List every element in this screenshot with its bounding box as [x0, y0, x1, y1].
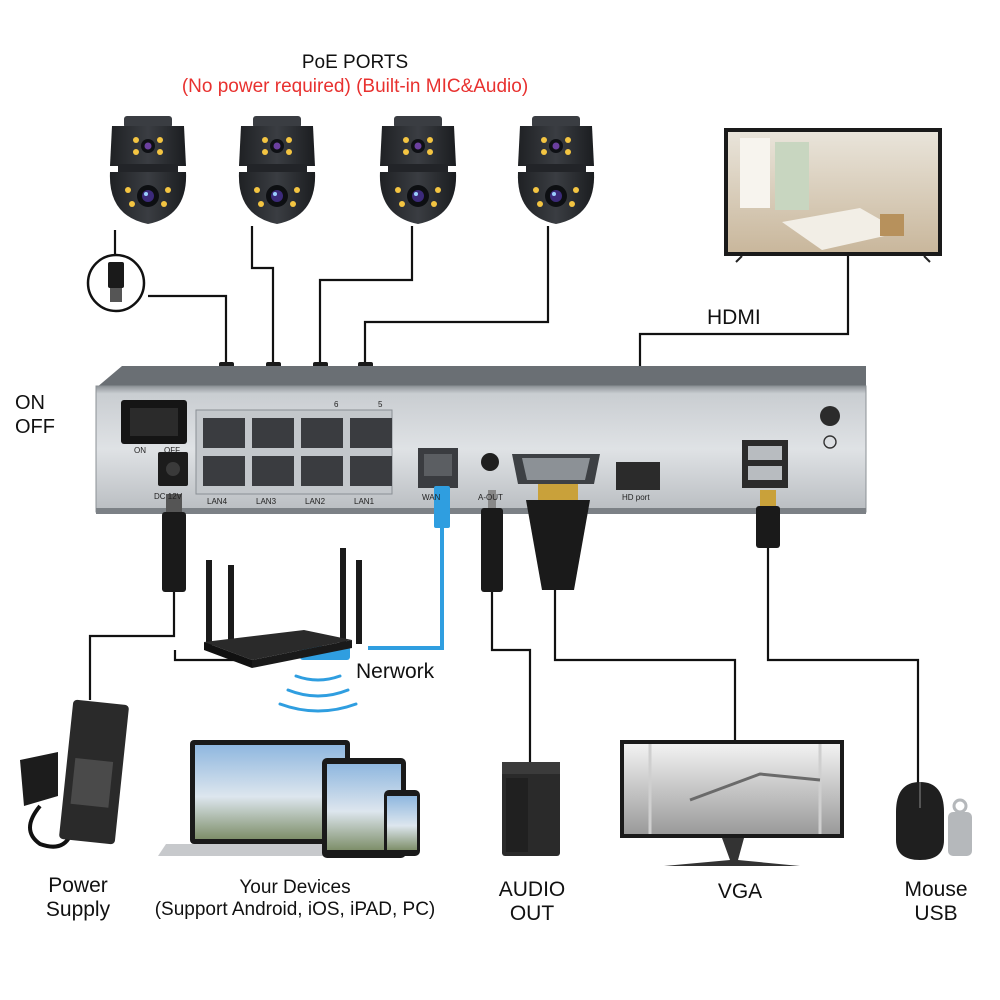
lan-label: LAN4	[207, 497, 228, 506]
hdmi-label: HDMI	[707, 306, 761, 329]
power-adapter-icon	[20, 699, 129, 849]
port-number-label: 5	[378, 400, 383, 409]
audio-jack	[481, 453, 499, 471]
nvr-recorder	[95, 366, 867, 514]
lan-label: LAN3	[256, 497, 277, 506]
poe-ports-title: PoE PORTS	[301, 52, 409, 73]
speaker-icon	[502, 762, 560, 856]
lan-label: LAN2	[305, 497, 326, 506]
camera-icon	[238, 116, 316, 224]
router-icon	[204, 548, 362, 668]
wifi-icon	[278, 674, 358, 713]
mouse-icon	[896, 782, 944, 860]
vga-plug	[526, 500, 590, 590]
usb-stick-icon	[948, 798, 972, 856]
your-devices-label: Your Devices(Support Android, iOS, iPAD,…	[154, 877, 436, 920]
tv-icon	[724, 128, 942, 263]
panel-off-label: OFF	[164, 446, 180, 455]
network-cable	[368, 500, 444, 650]
network-label: Nerwork	[356, 660, 435, 683]
poe-ports-subtitle: (No power required) (Built-in MIC&Audio)	[181, 76, 529, 97]
power-plug	[162, 512, 186, 592]
wan-label: WAN	[422, 493, 441, 502]
camera-icon	[109, 116, 187, 224]
poe-cables	[113, 226, 550, 370]
camera-icon	[517, 116, 595, 224]
audio-plug	[481, 508, 503, 592]
switch-on-label: ON	[15, 392, 45, 414]
monitor-icon	[620, 740, 844, 866]
dc-label: DC 12V	[154, 492, 183, 501]
hd-port-label: HD port	[622, 493, 650, 502]
aout-label: A-OUT	[478, 493, 503, 502]
switch-off-label: OFF	[15, 416, 55, 438]
phone-icon	[384, 790, 420, 856]
vga-label: VGA	[717, 880, 763, 903]
panel-on-label: ON	[134, 446, 146, 455]
usb-plug	[756, 506, 780, 548]
camera-icon	[379, 116, 457, 224]
lan-label: LAN1	[354, 497, 375, 506]
port-number-label: 6	[334, 400, 339, 409]
